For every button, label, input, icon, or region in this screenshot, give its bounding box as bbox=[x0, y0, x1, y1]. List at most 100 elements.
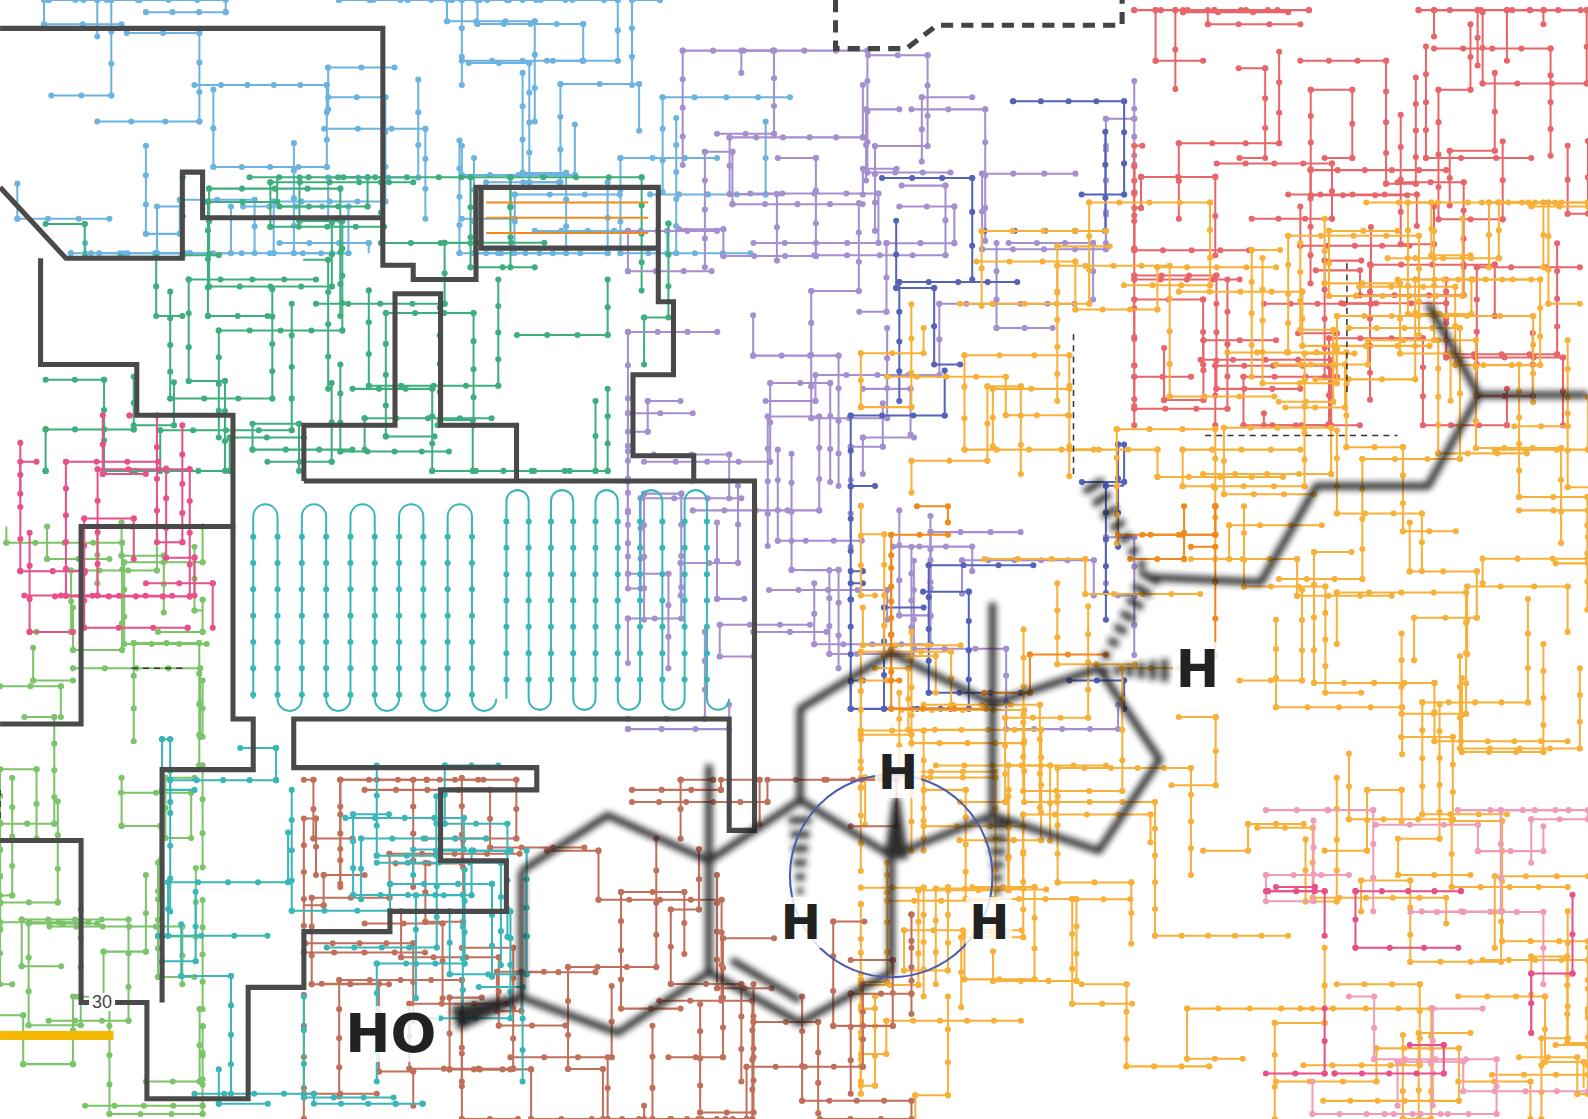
compound-dot bbox=[771, 75, 777, 81]
compound-dot bbox=[1198, 357, 1204, 363]
compound-dot bbox=[1431, 33, 1437, 39]
compound-dot bbox=[329, 220, 335, 226]
compound-dot bbox=[911, 435, 917, 441]
compound-dot bbox=[848, 624, 854, 630]
compound-dot bbox=[1480, 9, 1486, 15]
compound-dot bbox=[966, 589, 972, 595]
compound-dot bbox=[239, 186, 245, 192]
compound-dot bbox=[358, 64, 364, 70]
pathway-line bbox=[328, 80, 418, 219]
compound-dot bbox=[1297, 386, 1303, 392]
compound-dot bbox=[899, 183, 905, 189]
compound-dot bbox=[1103, 536, 1109, 542]
compound-dot bbox=[881, 706, 887, 712]
compound-dot bbox=[194, 0, 200, 3]
compound-dot bbox=[532, 85, 538, 91]
compound-dot bbox=[1131, 276, 1137, 282]
compound-dot bbox=[1458, 155, 1464, 161]
compound-dot bbox=[507, 204, 513, 210]
pathway-line bbox=[1201, 360, 1337, 426]
compound-dot bbox=[1373, 300, 1379, 306]
compound-dot bbox=[765, 413, 771, 419]
compound-dot bbox=[678, 491, 684, 497]
compound-dot bbox=[377, 301, 383, 307]
compound-dot bbox=[313, 301, 319, 307]
compound-dot bbox=[459, 0, 465, 3]
compound-dot bbox=[442, 240, 448, 246]
compound-dot bbox=[306, 240, 312, 246]
compound-dot bbox=[324, 164, 330, 170]
compound-dot bbox=[415, 142, 421, 148]
compound-dot bbox=[1443, 167, 1449, 173]
compound-dot bbox=[308, 327, 314, 333]
compound-dot bbox=[741, 48, 747, 54]
compound-dot bbox=[415, 109, 421, 115]
pathway-line bbox=[681, 486, 738, 596]
compound-dot bbox=[167, 289, 173, 295]
compound-dot bbox=[1121, 98, 1127, 104]
compound-dot bbox=[143, 143, 149, 149]
compound-dot bbox=[1322, 155, 1328, 161]
compound-dot bbox=[72, 377, 78, 383]
compound-dot bbox=[271, 250, 277, 256]
compound-dot bbox=[1243, 140, 1249, 146]
compound-dot bbox=[1131, 116, 1137, 122]
compound-dot bbox=[665, 220, 671, 226]
compound-dot bbox=[1091, 557, 1097, 563]
compound-dot bbox=[641, 314, 647, 320]
compound-dot bbox=[993, 325, 999, 331]
compound-dot bbox=[911, 587, 917, 593]
compound-dot bbox=[743, 131, 749, 137]
compound-dot bbox=[1121, 129, 1127, 135]
compound-dot bbox=[673, 196, 679, 202]
compound-dot bbox=[856, 259, 862, 265]
compound-dot bbox=[1176, 216, 1182, 222]
compound-dot bbox=[872, 143, 878, 149]
compound-dot bbox=[264, 434, 270, 440]
compound-dot bbox=[179, 313, 185, 319]
compound-dot bbox=[1328, 471, 1334, 477]
compound-dot bbox=[196, 118, 202, 124]
compound-dot bbox=[1241, 363, 1247, 369]
compound-dot bbox=[356, 179, 362, 185]
compound-dot bbox=[1349, 87, 1355, 93]
compound-dot bbox=[1079, 479, 1085, 485]
compound-dot bbox=[625, 585, 631, 591]
compound-dot bbox=[883, 240, 889, 246]
compound-dot bbox=[660, 126, 666, 132]
compound-dot bbox=[1565, 211, 1571, 217]
compound-dot bbox=[1349, 155, 1355, 161]
compound-dot bbox=[1103, 116, 1109, 122]
compound-dot bbox=[775, 155, 781, 161]
compound-dot bbox=[325, 354, 331, 360]
pathway-line bbox=[1311, 170, 1447, 283]
compound-dot bbox=[690, 507, 696, 513]
compound-dot bbox=[617, 191, 623, 197]
compound-dot bbox=[660, 157, 666, 163]
compound-dot bbox=[471, 366, 477, 372]
compound-dot bbox=[777, 622, 783, 628]
compound-dot bbox=[641, 585, 647, 591]
compound-dot bbox=[296, 421, 302, 427]
compound-dot bbox=[872, 171, 878, 177]
compound-dot bbox=[1200, 296, 1206, 302]
compound-dot bbox=[216, 434, 222, 440]
compound-dot bbox=[945, 106, 951, 112]
compound-dot bbox=[605, 332, 611, 338]
compound-dot bbox=[495, 330, 501, 336]
compound-dot bbox=[1383, 181, 1389, 187]
compound-dot bbox=[316, 447, 322, 453]
compound-dot bbox=[894, 166, 900, 172]
compound-dot bbox=[826, 623, 832, 629]
compound-dot bbox=[1131, 406, 1137, 412]
compound-dot bbox=[540, 174, 546, 180]
compound-dot bbox=[1003, 672, 1009, 678]
compound-dot bbox=[625, 268, 631, 274]
compound-dot bbox=[1296, 471, 1302, 477]
compound-dot bbox=[106, 216, 112, 222]
compound-dot bbox=[1214, 160, 1220, 166]
compound-dot bbox=[1493, 155, 1499, 161]
compound-dot bbox=[1554, 323, 1560, 329]
compound-dot bbox=[304, 186, 310, 192]
